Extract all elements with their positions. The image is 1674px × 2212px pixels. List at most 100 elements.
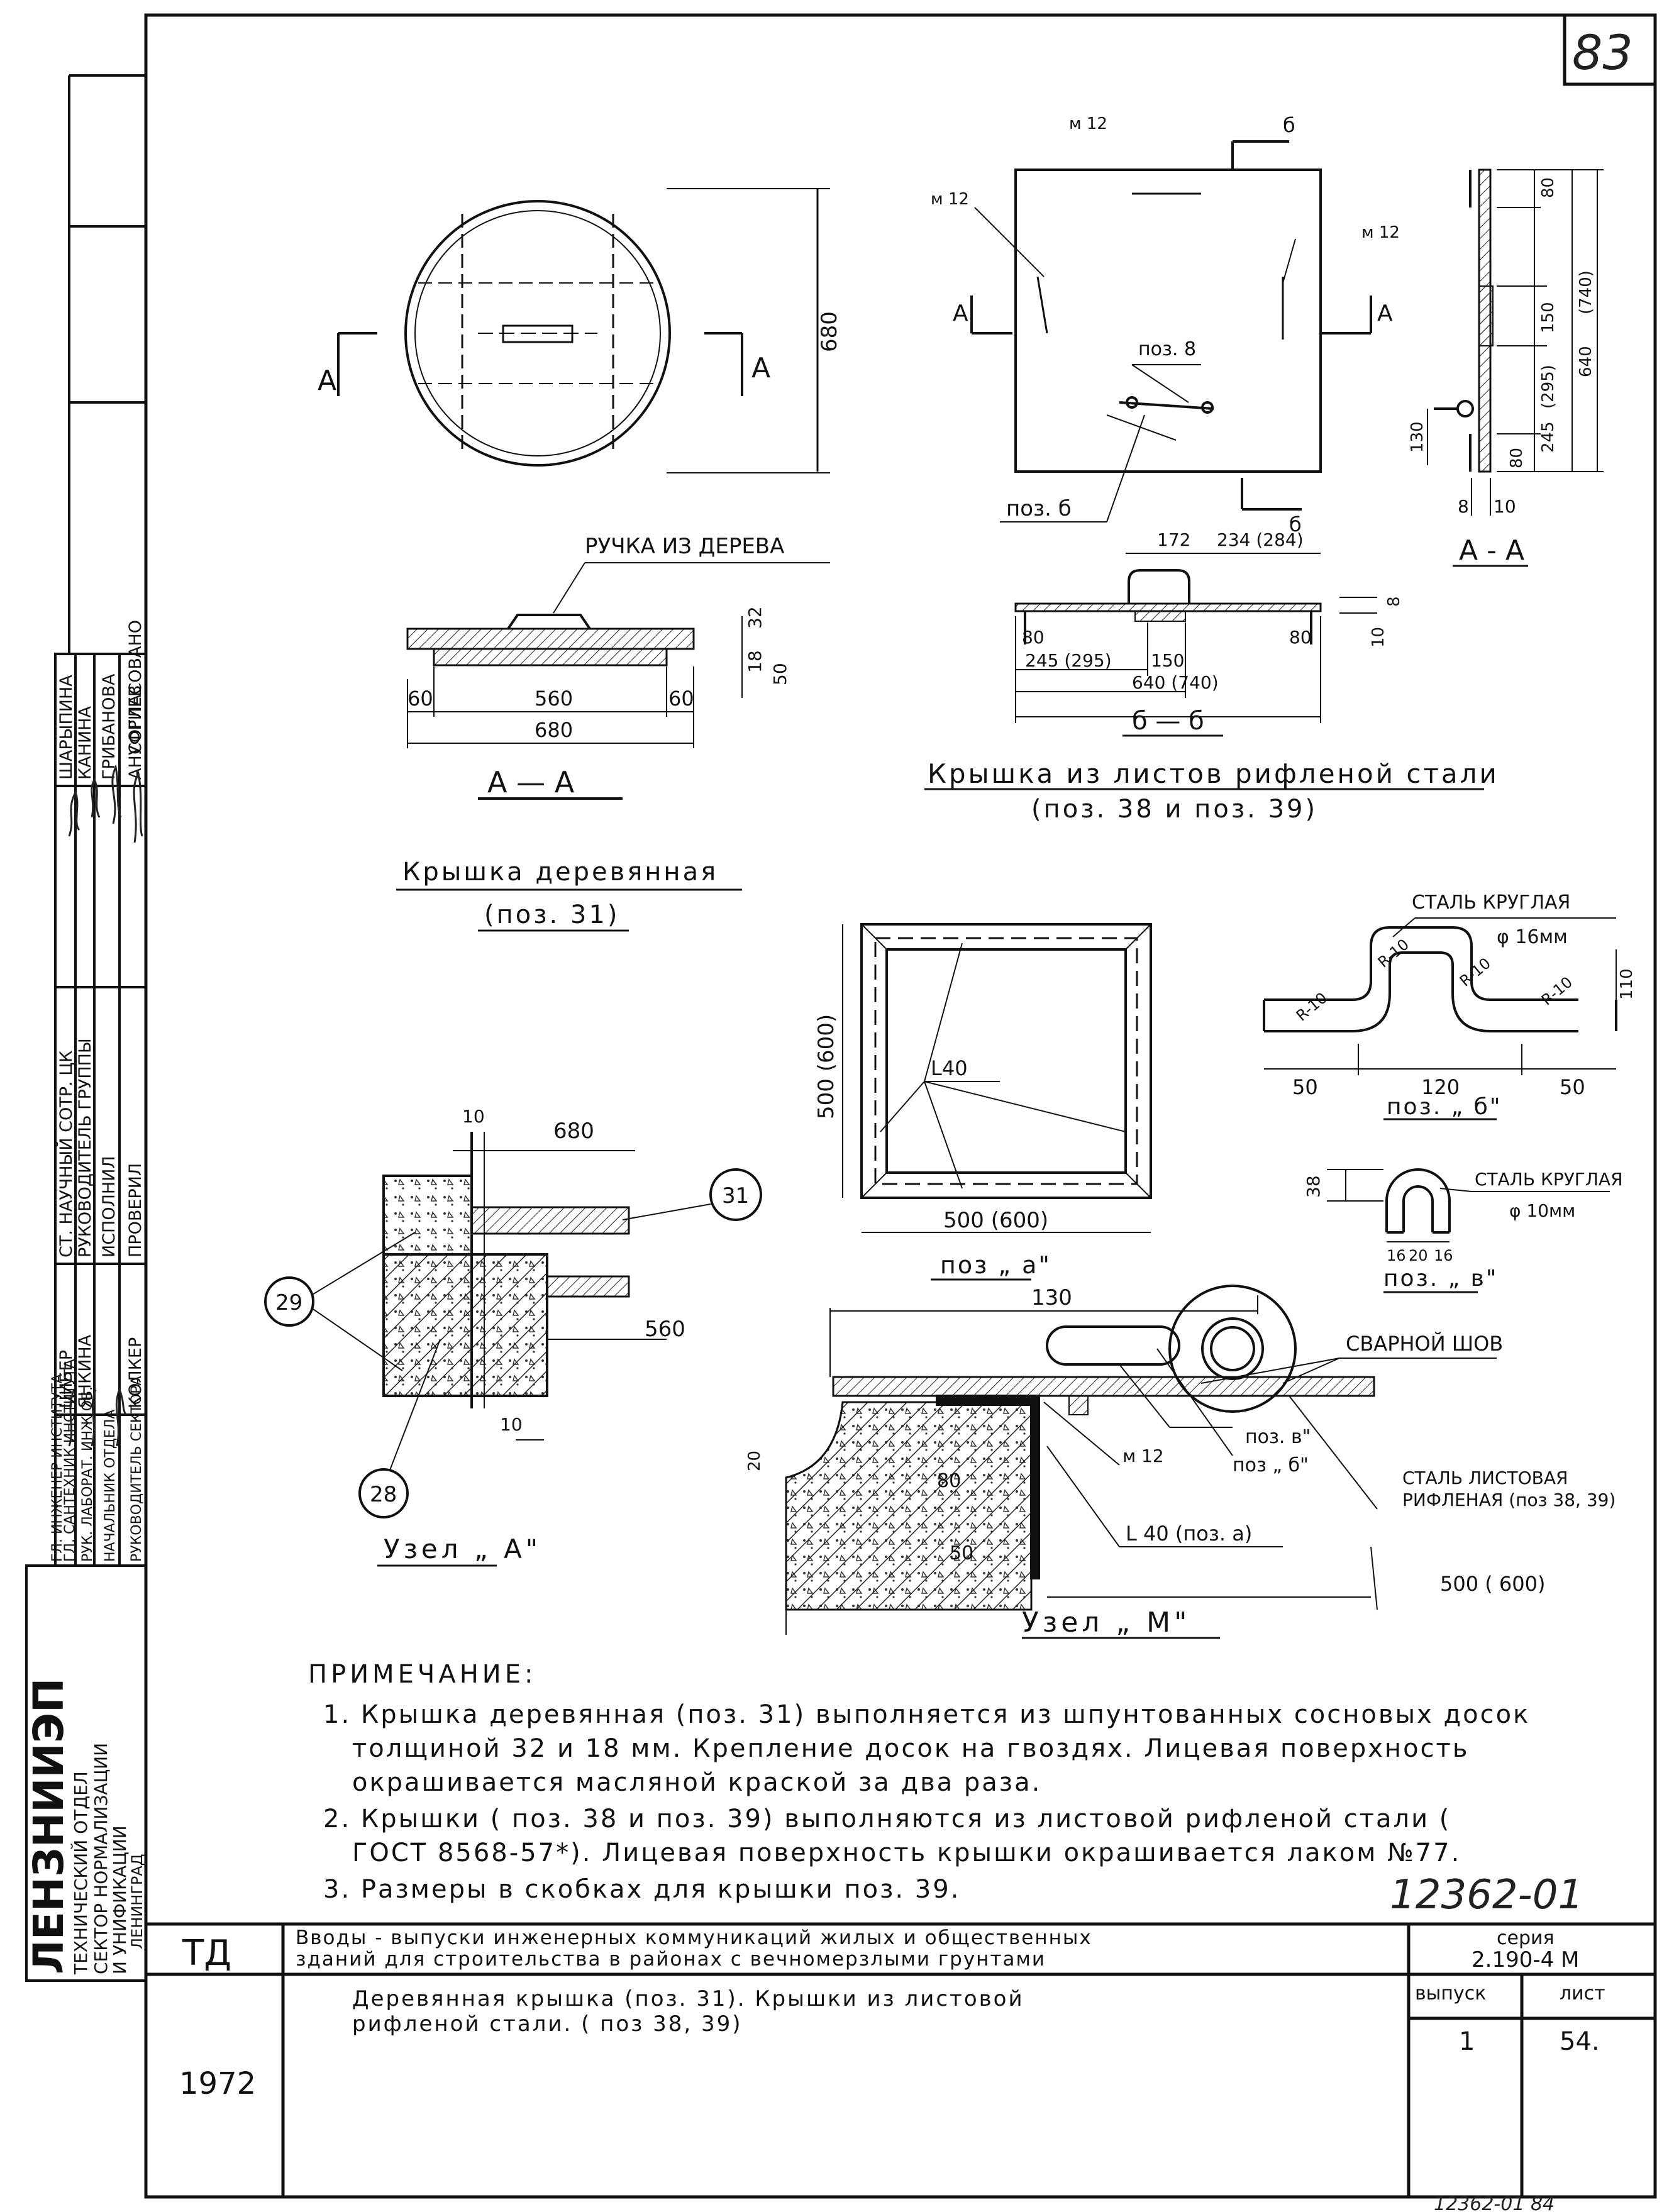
loop-v-caption: поз. „ в" xyxy=(1383,1266,1498,1291)
stamp-role-left-2: ГЛ. САНТЕХНИК ИНСТИТУТА xyxy=(62,1359,78,1562)
wood-section-title: А — А xyxy=(487,765,575,799)
round-lid-height-dim: 680 xyxy=(817,311,842,352)
node-m xyxy=(785,1285,1497,1639)
node-m-dim-50: 50 xyxy=(950,1542,973,1564)
handle-b-steel-label: СТАЛЬ КРУГЛАЯ xyxy=(1412,892,1570,914)
bb-dim-245: 245 (295) xyxy=(1025,650,1112,671)
steel-cut-b-top: б xyxy=(1283,113,1295,137)
loop-v-dim-16b: 16 xyxy=(1434,1247,1453,1264)
org-dept-2: СЕКТОР НОРМАЛИЗАЦИИ xyxy=(91,1743,111,1974)
side-dim-80-top: 80 xyxy=(1539,177,1558,198)
node-m-weld-label: СВАРНОЙ ШОВ xyxy=(1346,1332,1503,1356)
bottom-stamp: 12362-01 84 xyxy=(1434,2193,1555,2212)
stamp-name-left-1: ЦИБЕР xyxy=(57,1350,76,1408)
handle-b-dim-50-right: 50 xyxy=(1560,1075,1585,1099)
stamp-role-left-5: РУКОВОДИТЕЛЬ СЕКТОРА xyxy=(129,1376,145,1562)
stamp-name-right-1: ШАРЫПИНА xyxy=(57,675,76,780)
bb-dim-10: 10 xyxy=(1369,627,1388,648)
node-m-m12: м 12 xyxy=(1122,1446,1164,1466)
bb-dim-150: 150 xyxy=(1151,650,1184,671)
tb-code: ТД xyxy=(182,1933,231,1974)
bb-dim-80-left: 80 xyxy=(1022,627,1045,648)
steel-bb-section xyxy=(924,553,1484,790)
handle-b-caption: поз. „ б" xyxy=(1387,1094,1502,1120)
side-dim-8: 8 xyxy=(1458,496,1469,517)
note-item-1: 1. Крышка деревянная (поз. 31) выполняет… xyxy=(323,1700,1531,1797)
handwritten-number: 12362-01 xyxy=(1390,1872,1583,1918)
round-lid-section-mark-left: А xyxy=(318,365,336,397)
wood-lid-section xyxy=(396,562,830,932)
loop-v-dim-20: 20 xyxy=(1409,1247,1428,1264)
stamp-name-right-3: ГРИБАНОВА xyxy=(99,673,119,780)
round-lid-plan xyxy=(337,188,830,473)
loop-v-dim-16a: 16 xyxy=(1387,1247,1406,1264)
wood-dim-18: 18 xyxy=(745,650,765,673)
stamp-name-right-2: КАНИНА xyxy=(75,706,95,780)
node-a-bubble-28: 28 xyxy=(370,1482,397,1507)
side-stamp-text: СОГЛАСОВАНО ШАРЫПИНА КАНИНА ГРИБАНОВА АН… xyxy=(25,620,146,1975)
tb-sheet-value: 54. xyxy=(1560,2027,1600,2056)
steel-poz6: поз. б xyxy=(1006,496,1072,521)
loop-v xyxy=(1327,1168,1610,1293)
wood-handle-label: РУЧКА ИЗ ДЕРЕВА xyxy=(585,534,784,559)
org-dept-4: ЛЕНИНГРАД xyxy=(128,1854,146,1949)
side-dim-150: 150 xyxy=(1539,302,1558,333)
loop-v-dia: φ 10мм xyxy=(1509,1200,1575,1221)
side-dim-740: (740) xyxy=(1577,270,1595,314)
node-m-poz-b: поз „ б" xyxy=(1233,1454,1309,1476)
stamp-name-left-3: КОЛКЕР xyxy=(126,1337,145,1408)
bb-dim-172: 172 xyxy=(1157,529,1190,550)
side-stamp xyxy=(25,74,147,1982)
steel-cut-a-left: А xyxy=(953,301,968,326)
frame-a-caption: поз „ а" xyxy=(940,1251,1051,1279)
org-dept-1: ТЕХНИЧЕСКИЙ ОТДЕЛ xyxy=(70,1771,91,1975)
stamp-name-right-4: АНУФРИЕВ xyxy=(126,685,145,780)
wood-caption-line1: Крышка деревянная xyxy=(402,858,718,887)
handle-b-dim-110: 110 xyxy=(1617,968,1636,1000)
handle-b-r3: R-10 xyxy=(1456,954,1494,990)
node-m-dim-20: 20 xyxy=(745,1451,764,1471)
tb-sheet-title-line1: Деревянная крышка (поз. 31). Крышки из л… xyxy=(352,1986,1024,2011)
node-m-poz-v: поз. в" xyxy=(1245,1426,1311,1448)
notes: ПРИМЕЧАНИЕ: 1. Крышка деревянная (поз. 3… xyxy=(308,1660,1534,1909)
node-a-bubble-29: 29 xyxy=(275,1290,302,1315)
tb-title-line1: Вводы - выпуски инженерных коммуникаций … xyxy=(296,1927,1092,1949)
wood-caption-line2: (поз. 31) xyxy=(484,900,619,929)
side-dim-245: 245 xyxy=(1539,421,1558,453)
node-m-dim-500: 500 ( 600) xyxy=(1440,1572,1545,1596)
steel-cut-a-right: А xyxy=(1377,301,1393,326)
tb-title-line2: зданий для строительства в районах с веч… xyxy=(296,1948,1046,1971)
stamp-role-right-4: ПРОВЕРИЛ xyxy=(126,1163,145,1258)
loop-v-steel-label: СТАЛЬ КРУГЛАЯ xyxy=(1475,1169,1623,1190)
tb-sheet-title-line2: рифленой стали. ( поз 38, 39) xyxy=(352,2011,743,2037)
title-block-grid xyxy=(146,1922,1655,2197)
node-a-dim-10b: 10 xyxy=(500,1414,523,1435)
steel-poz8: поз. 8 xyxy=(1138,338,1196,360)
tb-sheet-label: лист xyxy=(1560,1983,1605,2005)
tb-issue-label: выпуск xyxy=(1415,1983,1486,2005)
steel-m12-left: м 12 xyxy=(931,190,969,209)
bb-caption-line1: Крышка из листов рифленой стали xyxy=(928,758,1499,789)
side-dim-295: (295) xyxy=(1539,365,1558,409)
side-dim-80-bottom: 80 xyxy=(1507,448,1526,468)
sheet-number: 83 xyxy=(1572,25,1633,80)
bb-dim-80-right: 80 xyxy=(1289,627,1312,648)
tb-series-label: серия xyxy=(1497,1927,1555,1949)
stamp-role-left-4: НАЧАЛЬНИК ОТДЕЛА xyxy=(103,1410,118,1562)
node-m-dim-130: 130 xyxy=(1031,1285,1072,1310)
bb-caption-line2: (поз. 38 и поз. 39) xyxy=(1031,795,1317,824)
bb-dim-234: 234 (284) xyxy=(1217,529,1304,550)
bb-dim-8: 8 xyxy=(1385,596,1404,607)
wood-dim-60-left: 60 xyxy=(407,687,433,711)
handle-b-r1: R-10 xyxy=(1293,989,1331,1025)
tb-issue-value: 1 xyxy=(1459,2027,1475,2056)
handle-b-dia: φ 16мм xyxy=(1497,926,1568,948)
stamp-name-left-2: ЯНКИНА xyxy=(75,1334,95,1408)
steel-m12-top: м 12 xyxy=(1069,114,1107,133)
handle-b xyxy=(1263,917,1617,1120)
handle-b-r2: R-10 xyxy=(1375,936,1412,971)
node-a-bubble-31: 31 xyxy=(722,1183,749,1208)
notes-heading: ПРИМЕЧАНИЕ: xyxy=(308,1660,537,1689)
side-dim-640: 640 xyxy=(1577,346,1595,377)
note-item-3: 3. Размеры в скобках для крышки поз. 39. xyxy=(323,1875,961,1904)
